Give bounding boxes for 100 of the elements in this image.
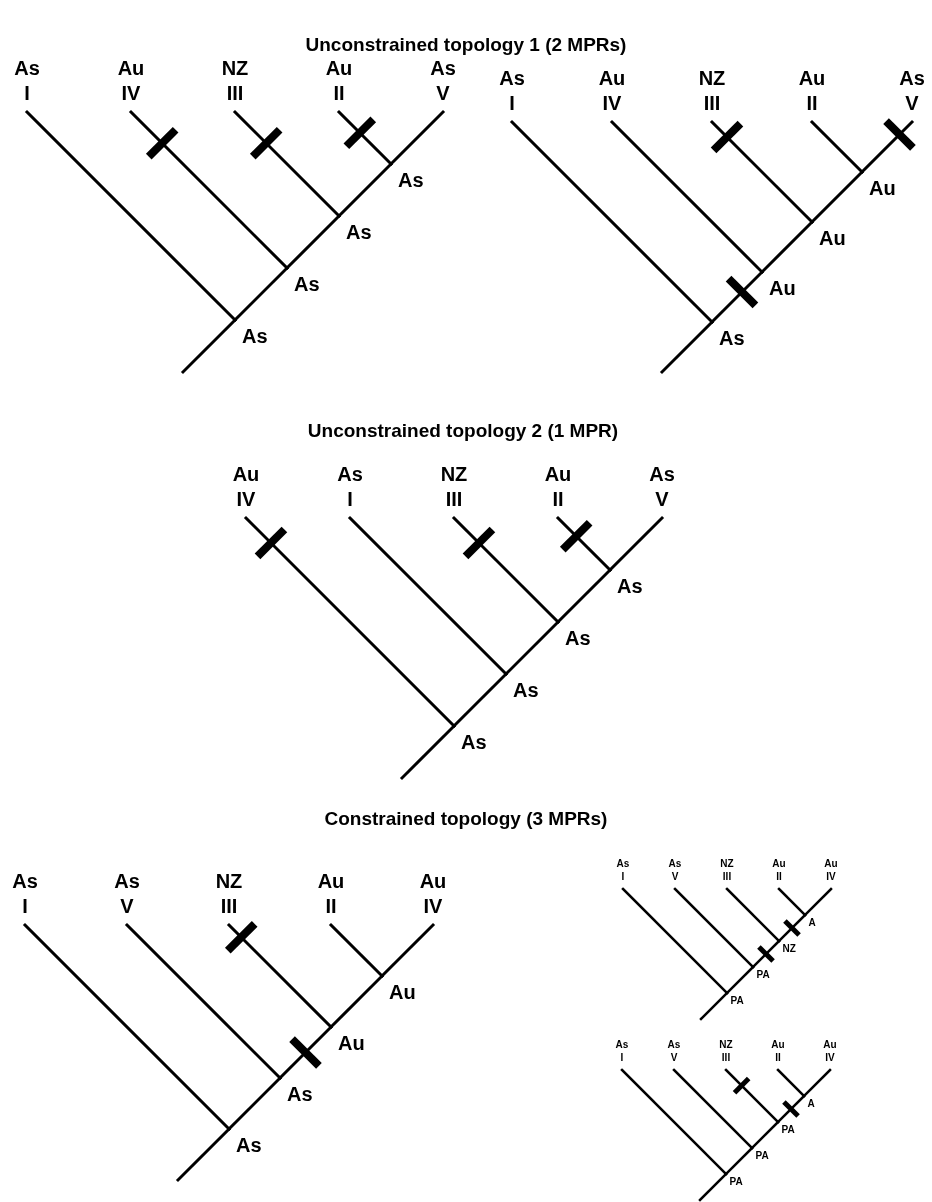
- clade-numeral: III: [721, 1051, 731, 1064]
- ancestral-area-label: Au: [389, 982, 416, 1002]
- ancestral-area-label: PA: [729, 1177, 743, 1187]
- clade-numeral: V: [655, 487, 669, 512]
- area-label: As: [667, 1039, 681, 1052]
- clade-numeral: II: [806, 91, 818, 116]
- area-label: As: [899, 66, 925, 91]
- ancestral-area-label: A: [808, 918, 816, 928]
- area-label: NZ: [698, 66, 726, 91]
- area-label: Au: [325, 56, 353, 81]
- clade-numeral: IV: [826, 870, 836, 883]
- branch-line: [710, 120, 814, 224]
- ancestral-area-label: PA: [730, 996, 744, 1006]
- ancestral-area-label: PA: [781, 1125, 795, 1135]
- ancestral-area-label: As: [287, 1084, 313, 1104]
- branch-line: [227, 1076, 282, 1131]
- ancestral-area-label: As: [294, 274, 320, 294]
- area-label: As: [14, 56, 40, 81]
- area-label: As: [337, 462, 363, 487]
- ancestral-area-label: As: [617, 576, 643, 596]
- clade-numeral: III: [445, 487, 463, 512]
- clade-numeral: III: [703, 91, 721, 116]
- branch-line: [698, 1172, 728, 1202]
- area-label: As: [499, 66, 525, 91]
- branch-line: [710, 270, 764, 324]
- branch-line: [724, 1146, 754, 1176]
- area-label: As: [430, 56, 456, 81]
- clade-numeral: IV: [121, 81, 141, 106]
- clade-numeral: II: [325, 894, 337, 919]
- branch-line: [176, 1127, 231, 1182]
- clade-numeral: II: [333, 81, 345, 106]
- branch-line: [329, 974, 384, 1029]
- clade-numeral: III: [722, 870, 732, 883]
- ancestral-area-label: As: [719, 328, 745, 348]
- area-label: Au: [772, 858, 786, 871]
- branch-line: [777, 887, 807, 917]
- clade-numeral: IV: [423, 894, 443, 919]
- clade-numeral: III: [226, 81, 244, 106]
- branch-line: [337, 162, 393, 218]
- area-label: NZ: [215, 869, 243, 894]
- area-label: As: [649, 462, 675, 487]
- branch-line: [389, 110, 445, 166]
- ancestral-area-label: Au: [819, 228, 846, 248]
- branch-line: [380, 923, 435, 978]
- branch-line: [285, 214, 341, 270]
- ancestral-area-label: Au: [869, 178, 896, 198]
- branch-line: [673, 887, 755, 969]
- branch-line: [608, 516, 664, 572]
- branch-line: [810, 170, 864, 224]
- clade-numeral: V: [671, 870, 679, 883]
- area-label: As: [616, 858, 630, 871]
- branch-line: [233, 110, 341, 218]
- area-label: Au: [798, 66, 826, 91]
- section-heading: Constrained topology (3 MPRs): [324, 808, 608, 830]
- branch-line: [750, 1120, 780, 1150]
- branch-line: [725, 887, 781, 943]
- branch-line: [724, 1068, 780, 1124]
- section-heading: Unconstrained topology 1 (2 MPRs): [305, 34, 627, 56]
- area-label: Au: [117, 56, 145, 81]
- area-label: Au: [419, 869, 447, 894]
- branch-line: [610, 120, 764, 274]
- branch-line: [556, 516, 612, 572]
- branch-line: [400, 724, 456, 780]
- area-label: As: [12, 869, 38, 894]
- area-label: Au: [771, 1039, 785, 1052]
- ancestral-area-label: As: [565, 628, 591, 648]
- branch-line: [452, 672, 508, 728]
- branch-line: [125, 923, 282, 1080]
- clade-numeral: V: [670, 1051, 678, 1064]
- branch-line: [760, 220, 814, 274]
- clade-numeral: IV: [602, 91, 622, 116]
- area-label: Au: [823, 1039, 837, 1052]
- area-label: Au: [544, 462, 572, 487]
- clade-numeral: I: [620, 1051, 624, 1064]
- clade-numeral: V: [436, 81, 450, 106]
- branch-line: [751, 939, 781, 969]
- ancestral-area-label: As: [398, 170, 424, 190]
- branch-line: [510, 120, 714, 324]
- branch-line: [337, 110, 393, 166]
- ancestral-area-label: As: [513, 680, 539, 700]
- branch-line: [810, 120, 864, 174]
- branch-line: [348, 516, 508, 676]
- area-label: As: [668, 858, 682, 871]
- branch-line: [556, 568, 612, 624]
- ancestral-area-label: PA: [755, 1151, 769, 1161]
- clade-numeral: IV: [825, 1051, 835, 1064]
- area-label: NZ: [221, 56, 249, 81]
- branch-line: [725, 965, 755, 995]
- branch-line: [278, 1025, 333, 1080]
- branch-line: [181, 318, 237, 374]
- area-label: Au: [598, 66, 626, 91]
- branch-line: [23, 923, 231, 1131]
- branch-line: [802, 1068, 832, 1098]
- ancestral-area-label: As: [461, 732, 487, 752]
- branch-line: [860, 120, 914, 174]
- area-label: Au: [317, 869, 345, 894]
- branch-line: [620, 1068, 728, 1176]
- clade-numeral: II: [552, 487, 564, 512]
- ancestral-area-label: Au: [338, 1033, 365, 1053]
- branch-line: [803, 887, 833, 917]
